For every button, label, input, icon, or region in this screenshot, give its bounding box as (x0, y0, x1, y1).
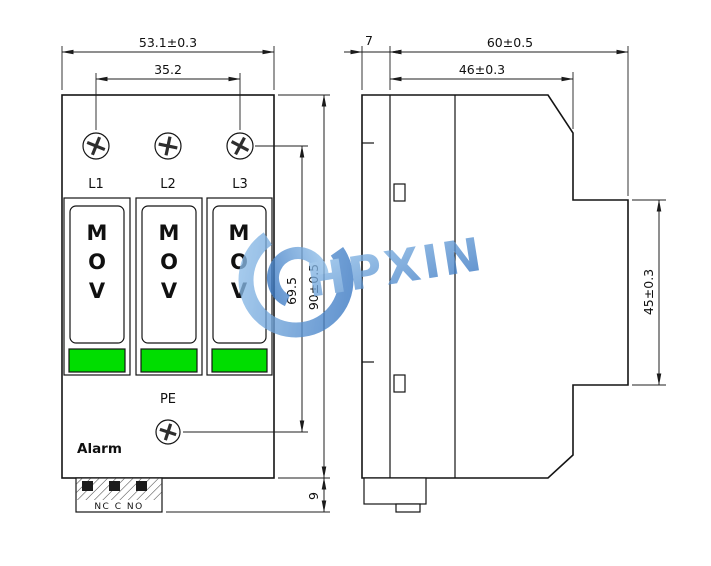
screw-l2 (154, 132, 182, 160)
side-view: 7 60±0.5 46±0.3 45±0.3 (344, 33, 666, 513)
terminal-label-l2: L2 (160, 177, 176, 192)
alarm-terminal-block: NC C NO (75, 477, 163, 513)
mov-letter: O (160, 250, 178, 274)
mov-letter: V (89, 279, 106, 303)
contact-terminal (136, 481, 147, 491)
dim-side-depth: 60±0.5 (389, 35, 629, 196)
dim-side-module-height: 45±0.3 (632, 199, 666, 386)
dim-front-width: 53.1±0.3 (61, 35, 275, 90)
svg-text:35.2: 35.2 (154, 62, 182, 77)
pe-label: PE (160, 392, 176, 407)
svg-text:53.1±0.3: 53.1±0.3 (139, 35, 197, 50)
svg-text:7: 7 (365, 33, 373, 48)
alarm-label: Alarm (77, 441, 122, 457)
din-clip-tab (395, 503, 421, 513)
side-slot-bottom (393, 374, 406, 393)
mov-module-1: M O V (63, 197, 131, 376)
status-indicator-green (68, 348, 126, 373)
hpxin-logo-icon (238, 222, 354, 338)
screw-l3 (226, 132, 254, 160)
terminal-label-l3: L3 (232, 177, 248, 192)
svg-text:60±0.5: 60±0.5 (487, 35, 533, 50)
mov-module-2: M O V (135, 197, 203, 376)
dim-front-screw-span: 35.2 (95, 62, 241, 130)
contact-terminal (109, 481, 120, 491)
svg-text:46±0.3: 46±0.3 (459, 62, 505, 77)
mov-label-card (141, 205, 197, 344)
din-clip (363, 477, 427, 505)
mov-letter: M (229, 221, 250, 245)
status-indicator-green (140, 348, 198, 373)
mov-label-card (69, 205, 125, 344)
terminal-label-l1: L1 (88, 177, 104, 192)
svg-text:45±0.3: 45±0.3 (641, 269, 656, 315)
dim-side-rail-offset: 7 (344, 33, 408, 90)
status-indicator-green (211, 348, 268, 373)
side-slot-top (393, 183, 406, 202)
mov-letter: M (87, 221, 108, 245)
mov-letter: V (161, 279, 178, 303)
pe-screw (155, 419, 181, 445)
contact-terminal (82, 481, 93, 491)
mov-letter: O (88, 250, 106, 274)
dim-side-body-depth: 46±0.3 (389, 62, 574, 129)
screw-l1 (82, 132, 110, 160)
mov-letter: M (159, 221, 180, 245)
side-body-outline (361, 94, 629, 479)
contact-labels: NC C NO (94, 502, 143, 512)
dim-front-terminal-depth: 9 (166, 477, 330, 513)
svg-text:9: 9 (306, 492, 321, 500)
front-view: L1 L2 L3 M O V M O V M O V (61, 35, 330, 513)
